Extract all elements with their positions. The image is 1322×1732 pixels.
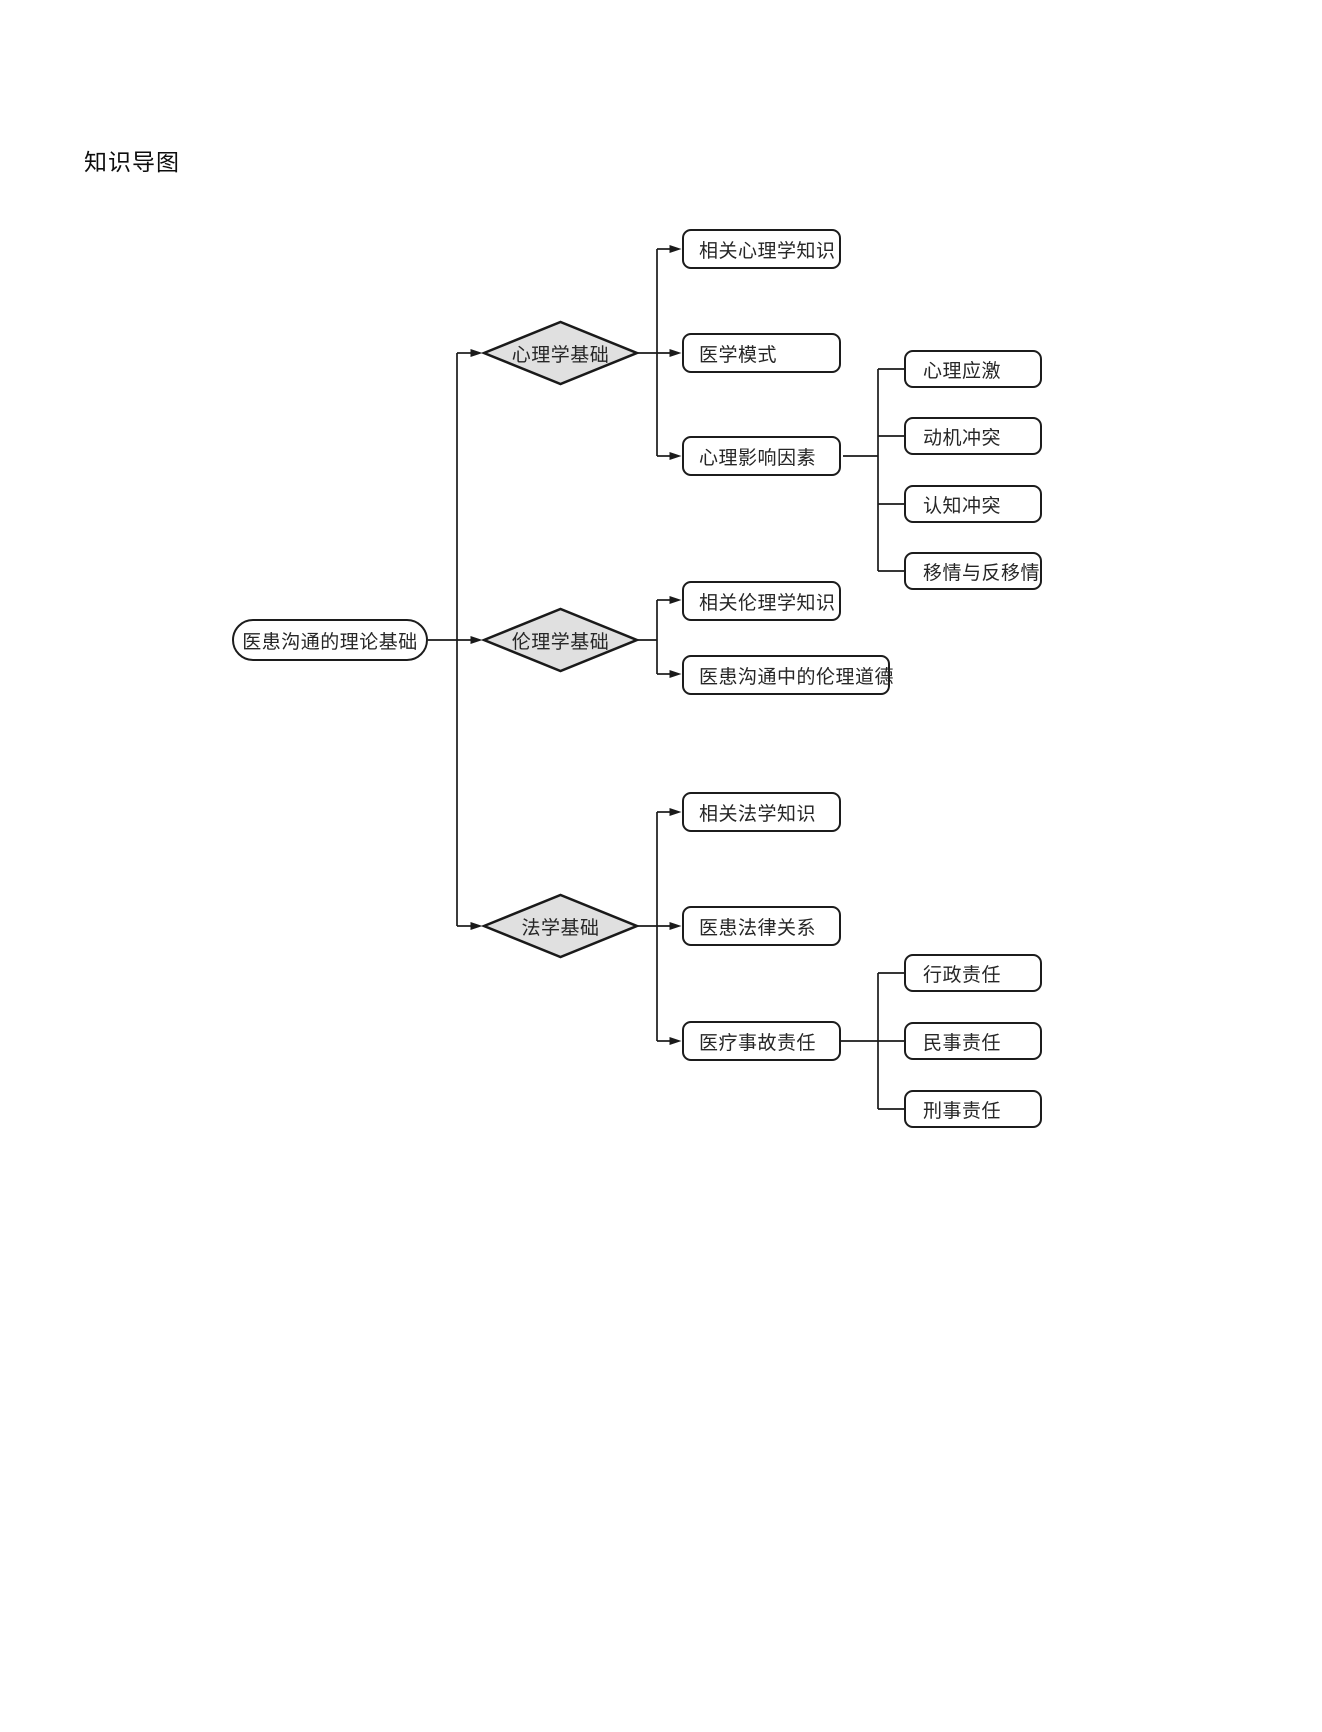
page-title: 知识导图 — [84, 150, 180, 176]
law-foundation-label: 法学基础 — [521, 916, 600, 939]
related-law-knowledge-label: 相关法学知识 — [699, 802, 817, 825]
psych-influencing-factors-label: 心理影响因素 — [699, 446, 817, 469]
doctor-patient-legal-relationship-label: 医患法律关系 — [699, 916, 817, 939]
ethics-foundation-diamond-shape — [480, 607, 641, 673]
node-related-ethics-knowledge: 相关伦理学知识 — [682, 581, 841, 621]
node-psychology-foundation: 心理学基础 — [484, 322, 637, 384]
ethics-foundation-label: 伦理学基础 — [511, 630, 610, 653]
medical-accident-liability-label: 医疗事故责任 — [699, 1031, 817, 1054]
psychology-foundation-label: 心理学基础 — [511, 343, 610, 366]
node-criminal-liability: 刑事责任 — [904, 1090, 1042, 1128]
node-root-label: 医患沟通的理论基础 — [242, 630, 418, 653]
node-medical-accident-liability: 医疗事故责任 — [682, 1021, 841, 1061]
node-law-foundation: 法学基础 — [484, 895, 637, 957]
node-medical-model: 医学模式 — [682, 333, 841, 373]
node-administrative-liability: 行政责任 — [904, 954, 1042, 992]
administrative-liability-label: 行政责任 — [923, 963, 1002, 986]
node-related-psychology-knowledge: 相关心理学知识 — [682, 229, 841, 269]
cognitive-conflict-label: 认知冲突 — [923, 494, 1002, 517]
node-motivation-conflict: 动机冲突 — [904, 417, 1042, 455]
motivation-conflict-label: 动机冲突 — [923, 426, 1002, 449]
node-cognitive-conflict: 认知冲突 — [904, 485, 1042, 523]
node-ethics-foundation: 伦理学基础 — [484, 609, 637, 671]
related-psychology-knowledge-label: 相关心理学知识 — [699, 239, 836, 262]
node-related-law-knowledge: 相关法学知识 — [682, 792, 841, 832]
node-ethics-in-communication: 医患沟通中的伦理道德 — [682, 655, 894, 695]
diamond-shapes — [480, 320, 641, 959]
medical-model-label: 医学模式 — [699, 343, 778, 366]
psychology-foundation-diamond-shape — [480, 320, 641, 386]
psychological-stress-label: 心理应激 — [923, 359, 1002, 382]
related-ethics-knowledge-label: 相关伦理学知识 — [699, 591, 836, 614]
empathy-countertransference-label: 移情与反移情 — [923, 561, 1041, 584]
node-root-theory-basis: 医患沟通的理论基础 — [232, 619, 428, 661]
ethics-in-communication-label: 医患沟通中的伦理道德 — [699, 665, 895, 688]
node-psych-influencing-factors: 心理影响因素 — [682, 436, 841, 476]
node-empathy-countertransference: 移情与反移情 — [904, 552, 1042, 590]
node-civil-liability: 民事责任 — [904, 1022, 1042, 1060]
node-psychological-stress: 心理应激 — [904, 350, 1042, 388]
law-foundation-diamond-shape — [480, 893, 641, 959]
criminal-liability-label: 刑事责任 — [923, 1099, 1002, 1122]
node-doctor-patient-legal-relationship: 医患法律关系 — [682, 906, 841, 946]
civil-liability-label: 民事责任 — [923, 1031, 1002, 1054]
